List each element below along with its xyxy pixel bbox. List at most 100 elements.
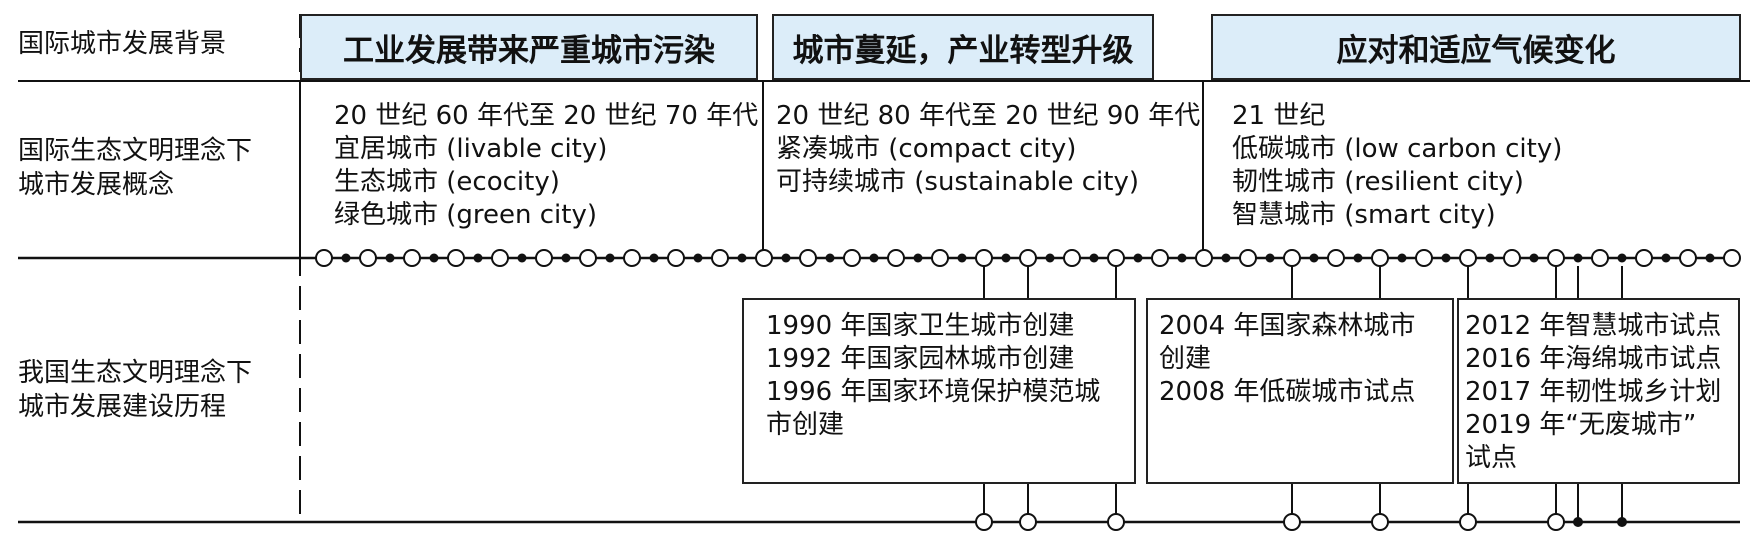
timeline-open-tick [931, 249, 949, 267]
event-line: 2008 年低碳城市试点 [1159, 377, 1416, 407]
timeline-dot-tick [1309, 253, 1319, 263]
bottom-dot-tick [1617, 517, 1627, 527]
timeline-open-tick [1283, 249, 1301, 267]
timeline-dot-tick [957, 253, 967, 263]
timeline-open-tick [579, 249, 597, 267]
timeline-open-tick [1063, 249, 1081, 267]
concept-item: 韧性城市 (resilient city) [1232, 167, 1524, 197]
timeline-dot-tick [869, 253, 879, 263]
timeline-open-tick [1239, 249, 1257, 267]
timeline-dot-tick [1485, 253, 1495, 263]
timeline-dot-tick [1089, 253, 1099, 263]
row-label-background: 国际城市发展背景 [18, 29, 227, 59]
timeline-open-tick [843, 249, 861, 267]
timeline-dot-tick [1353, 253, 1363, 263]
timeline-open-tick [887, 249, 905, 267]
period-2-concepts: 20 世纪 80 年代至 20 世纪 90 年代 紧凑城市 (compact c… [776, 100, 1200, 199]
timeline-dot-tick [781, 253, 791, 263]
timeline-dot-tick [385, 253, 395, 263]
timeline-dot-tick [825, 253, 835, 263]
timeline-open-tick [1459, 249, 1477, 267]
concept-item: 绿色城市 (green city) [334, 200, 598, 230]
timeline-dot-tick [561, 253, 571, 263]
bottom-dot-tick [1573, 517, 1583, 527]
timeline-open-tick [1547, 249, 1565, 267]
row-label-history-line-1: 我国生态文明理念下 [18, 358, 253, 388]
period-1-concepts: 20 世纪 60 年代至 20 世纪 70 年代 宜居城市 (livable c… [334, 100, 758, 232]
row-label-history: 我国生态文明理念下 城市发展建设历程 [18, 356, 252, 424]
timeline-dot-tick [1573, 253, 1583, 263]
event-connectors [983, 266, 1623, 522]
event-box-1990s: 1990 年国家卫生城市创建 1992 年国家园林城市创建 1996 年国家环境… [742, 298, 1136, 484]
timeline-open-tick [755, 249, 773, 267]
timeline-dot-tick [341, 253, 351, 263]
timeline-open-tick [315, 249, 333, 267]
row-label-concepts: 国际生态文明理念下 城市发展概念 [18, 134, 252, 202]
bottom-open-tick [1547, 513, 1565, 531]
timeline-open-tick [1591, 249, 1609, 267]
bottom-open-tick [1283, 513, 1301, 531]
bottom-open-tick [1107, 513, 1125, 531]
event-line: 2004 年国家森林城市 [1159, 311, 1416, 341]
event-line: 2012 年智慧城市试点 [1465, 311, 1722, 341]
timeline-dot-tick [737, 253, 747, 263]
event-box-2000s: 2004 年国家森林城市 创建 2008 年低碳城市试点 [1146, 298, 1454, 484]
timeline-open-tick [1195, 249, 1213, 267]
timeline-open-tick [403, 249, 421, 267]
event-box-2010s: 2012 年智慧城市试点 2016 年海绵城市试点 2017 年韧性城乡计划 2… [1457, 298, 1740, 484]
period-3-header: 应对和适应气候变化 [1211, 14, 1741, 80]
concept-item: 智慧城市 (smart city) [1232, 200, 1496, 230]
timeline-dot-tick [693, 253, 703, 263]
bottom-open-tick [1019, 513, 1037, 531]
event-line: 2017 年韧性城乡计划 [1465, 377, 1722, 407]
timeline-open-tick [1151, 249, 1169, 267]
period-1-header: 工业发展带来严重城市污染 [300, 14, 758, 80]
timeline-dot-tick [605, 253, 615, 263]
row-label-history-line-2: 城市发展建设历程 [18, 392, 227, 422]
timeline-dot-tick [1177, 253, 1187, 263]
timeline-open-tick [535, 249, 553, 267]
concept-item: 紧凑城市 (compact city) [776, 134, 1077, 164]
timeline-dot-tick [913, 253, 923, 263]
timeline-open-tick [1723, 249, 1741, 267]
timeline-open-tick [1327, 249, 1345, 267]
timeline-open-tick [975, 249, 993, 267]
timeline-open-tick [1019, 249, 1037, 267]
timeline-open-tick [667, 249, 685, 267]
timeline-dot-tick [1001, 253, 1011, 263]
concept-item: 生态城市 (ecocity) [334, 167, 560, 197]
timeline-dot-tick [1705, 253, 1715, 263]
timeline-open-tick [799, 249, 817, 267]
timeline-open-tick [1415, 249, 1433, 267]
timeline-dot-tick [1529, 253, 1539, 263]
timeline-dot-tick [1441, 253, 1451, 263]
timeline-open-tick [711, 249, 729, 267]
period-1-era: 20 世纪 60 年代至 20 世纪 70 年代 [334, 101, 759, 131]
event-line: 1990 年国家卫生城市创建 [766, 311, 1075, 341]
event-line: 2019 年“无废城市” [1465, 410, 1697, 440]
bottom-open-tick [975, 513, 993, 531]
event-line: 2016 年海绵城市试点 [1465, 344, 1722, 374]
timeline-open-tick [1371, 249, 1389, 267]
timeline-dot-tick [517, 253, 527, 263]
timeline-dot-tick [1133, 253, 1143, 263]
event-line: 创建 [1159, 344, 1212, 374]
event-line: 1992 年国家园林城市创建 [766, 344, 1075, 374]
timeline-dot-tick [1617, 253, 1627, 263]
timeline-dot-tick [473, 253, 483, 263]
timeline-open-tick [491, 249, 509, 267]
timeline-dot-tick [1265, 253, 1275, 263]
event-line: 1996 年国家环境保护模范城 [766, 377, 1101, 407]
period-3-concepts: 21 世纪 低碳城市 (low carbon city) 韧性城市 (resil… [1232, 100, 1562, 232]
timeline-open-tick [1635, 249, 1653, 267]
bottom-open-tick [1459, 513, 1477, 531]
timeline-dot-tick [1045, 253, 1055, 263]
bottom-open-tick [1371, 513, 1389, 531]
timeline-open-tick [1679, 249, 1697, 267]
event-line: 试点 [1465, 443, 1518, 473]
timeline-dot-tick [649, 253, 659, 263]
timeline-open-tick [447, 249, 465, 267]
timeline-open-tick [623, 249, 641, 267]
timeline-open-tick [1107, 249, 1125, 267]
